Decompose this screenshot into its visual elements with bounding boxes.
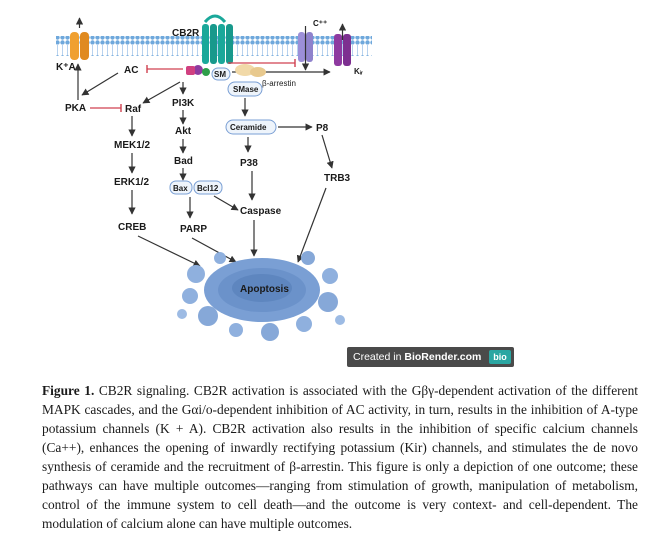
caption-label: Figure 1. [42, 383, 95, 398]
beta-arrestin-label: β-arrestin [262, 79, 296, 88]
ka-channel-icon [70, 17, 89, 60]
cb2r-receptor-icon [186, 14, 233, 76]
calcium-label: C⁺⁺ [313, 19, 327, 28]
ceramide-label: Ceramide [230, 123, 267, 132]
akt-label: Akt [175, 126, 192, 137]
badge-brand: BioRender.com [404, 351, 482, 363]
bcl2-label: Bcl12 [197, 184, 219, 193]
cb2r-label: CB2R [172, 28, 200, 39]
trb3-label: TRB3 [324, 173, 351, 184]
apoptotic-cell-icon [177, 251, 345, 341]
calcium-channel-icon [298, 26, 313, 71]
p8-label: P8 [316, 123, 329, 134]
bad-label: Bad [174, 156, 193, 167]
mek-label: MEK1/2 [114, 140, 151, 151]
bax-label: Bax [173, 184, 188, 193]
smase-label: SMase [233, 85, 259, 94]
caspase-label: Caspase [240, 206, 282, 217]
ac-label: AC [124, 65, 138, 76]
apoptosis-label: Apoptosis [240, 284, 289, 295]
sm-label: SM [214, 70, 226, 79]
ka-label: K⁺A [56, 62, 76, 73]
kir-channel-icon [334, 23, 351, 66]
beta-arrestin-icon [235, 64, 266, 77]
creb-label: CREB [118, 222, 146, 233]
badge-prefix: Created in [353, 351, 402, 363]
pi3k-label: PI3K [172, 98, 195, 109]
figure-caption: Figure 1. CB2R signaling. CB2R activatio… [42, 381, 638, 533]
raf-label: Raf [125, 104, 142, 115]
erk-label: ERK1/2 [114, 177, 149, 188]
caption-text: CB2R signaling. CB2R activation is assoc… [42, 383, 638, 531]
biorender-badge: Created in BioRender.com bio [347, 347, 514, 367]
biorender-logo-icon: bio [489, 350, 511, 364]
kir-label: Kᵢᵣ [354, 67, 363, 76]
p38-label: P38 [240, 158, 258, 169]
parp-label: PARP [180, 224, 207, 235]
pka-label: PKA [65, 103, 86, 114]
cb2r-signaling-diagram: K⁺A CB2R C⁺⁺ Kᵢᵣ AC [56, 14, 372, 341]
